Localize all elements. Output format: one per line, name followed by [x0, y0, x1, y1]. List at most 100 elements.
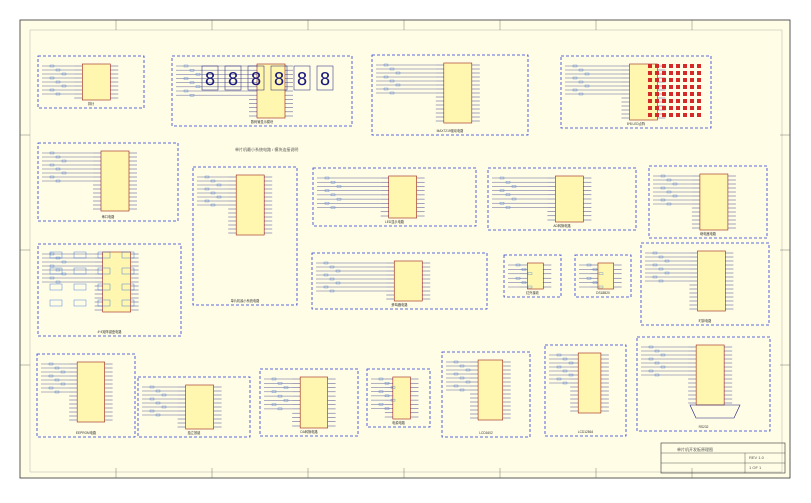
resistor: [61, 260, 67, 264]
resistor: [195, 85, 201, 88]
resistor: [592, 268, 598, 271]
key-switch: [97, 267, 111, 275]
resistor: [648, 357, 654, 361]
key-switch: [73, 251, 87, 259]
resistor: [453, 372, 459, 376]
module-label: 数码管显示模块: [251, 119, 274, 124]
resistor: [329, 265, 335, 269]
resistor: [283, 386, 289, 389]
resistor: [505, 206, 511, 209]
resistor: [330, 206, 336, 209]
seven-seg-digit: 8: [320, 69, 331, 90]
header-note: 单片机最小系统电路 / 模块连接说明: [235, 147, 299, 152]
resistor: [329, 289, 335, 293]
led-dot: [648, 106, 652, 110]
resistor: [335, 281, 341, 285]
module-box: [371, 54, 529, 136]
resistor: [465, 380, 471, 384]
ic-body: [185, 384, 214, 430]
resistor: [335, 269, 341, 273]
led-dot: [697, 113, 701, 117]
resistor: [654, 373, 660, 377]
resistor: [660, 198, 666, 202]
led-dot: [662, 113, 666, 117]
resistor: [672, 194, 678, 198]
resistor: [384, 394, 390, 398]
resistor: [61, 72, 67, 76]
ic-body: [697, 250, 726, 312]
module-label: 串口电路: [102, 214, 116, 219]
resistor: [210, 203, 216, 207]
resistor: [189, 81, 195, 84]
led-dot: [655, 113, 659, 117]
resistor: [49, 64, 55, 68]
resistor: [383, 87, 389, 91]
ic-body: [235, 174, 265, 236]
ic-body: [597, 262, 614, 290]
title-block: 单片机开发板原理图 REV 1.0 1 OF 1: [661, 443, 785, 473]
resistor: [155, 413, 161, 417]
resistor: [562, 357, 568, 361]
resistor: [648, 345, 654, 349]
resistor: [453, 360, 459, 364]
led-dot: [669, 92, 673, 96]
resistor: [49, 163, 55, 167]
module-label: LED显示电路: [385, 219, 405, 224]
resistor: [189, 94, 195, 97]
module-box: [37, 243, 182, 337]
resistor: [55, 268, 61, 272]
led-dot: [683, 99, 687, 103]
resistor: [378, 390, 384, 393]
led-dot: [697, 64, 701, 68]
resistor: [324, 202, 330, 205]
resistor: [383, 75, 389, 79]
led-dot: [655, 92, 659, 96]
resistor: [383, 63, 389, 67]
resistor: [499, 202, 505, 205]
led-dot: [669, 78, 673, 82]
led-dot: [662, 99, 666, 103]
module-box: [192, 166, 298, 306]
resistor: [277, 394, 283, 398]
resistor: [277, 382, 283, 385]
resistor: [527, 285, 533, 289]
resistor: [648, 369, 654, 373]
seven-seg-frame: [247, 65, 265, 91]
ic-body: [100, 150, 130, 212]
resistor: [586, 263, 592, 267]
module-label: 8*8 LED点阵: [627, 121, 646, 126]
led-dot: [662, 78, 666, 82]
resistor: [330, 193, 336, 197]
module-box: [259, 368, 359, 437]
led-dot: [690, 106, 694, 110]
led-dot: [676, 85, 680, 89]
resistor: [652, 251, 658, 255]
resistor: [658, 267, 664, 271]
module-box: [311, 252, 488, 310]
resistor: [389, 91, 395, 95]
key-switch: [97, 283, 111, 291]
resistor: [511, 185, 517, 188]
resistor: [390, 398, 396, 402]
key-switch: [97, 251, 111, 259]
resistor: [149, 409, 155, 413]
led-dot: [669, 113, 673, 117]
led-dot: [648, 92, 652, 96]
seven-seg-frame: [293, 65, 311, 91]
seven-seg-digit: 8: [251, 69, 262, 90]
module-label: 蜂鸣器电路: [392, 302, 409, 307]
resistor: [149, 397, 155, 401]
resistor: [568, 373, 574, 377]
resistor: [283, 399, 289, 402]
ic-body: [82, 63, 111, 101]
led-dot: [655, 71, 659, 75]
led-dot: [676, 113, 680, 117]
module-box: [366, 368, 431, 428]
ic-body: [699, 173, 729, 231]
resistor: [54, 378, 60, 382]
resistor: [578, 92, 584, 96]
led-dot: [676, 64, 680, 68]
resistor: [204, 187, 210, 191]
led-dot: [648, 99, 652, 103]
